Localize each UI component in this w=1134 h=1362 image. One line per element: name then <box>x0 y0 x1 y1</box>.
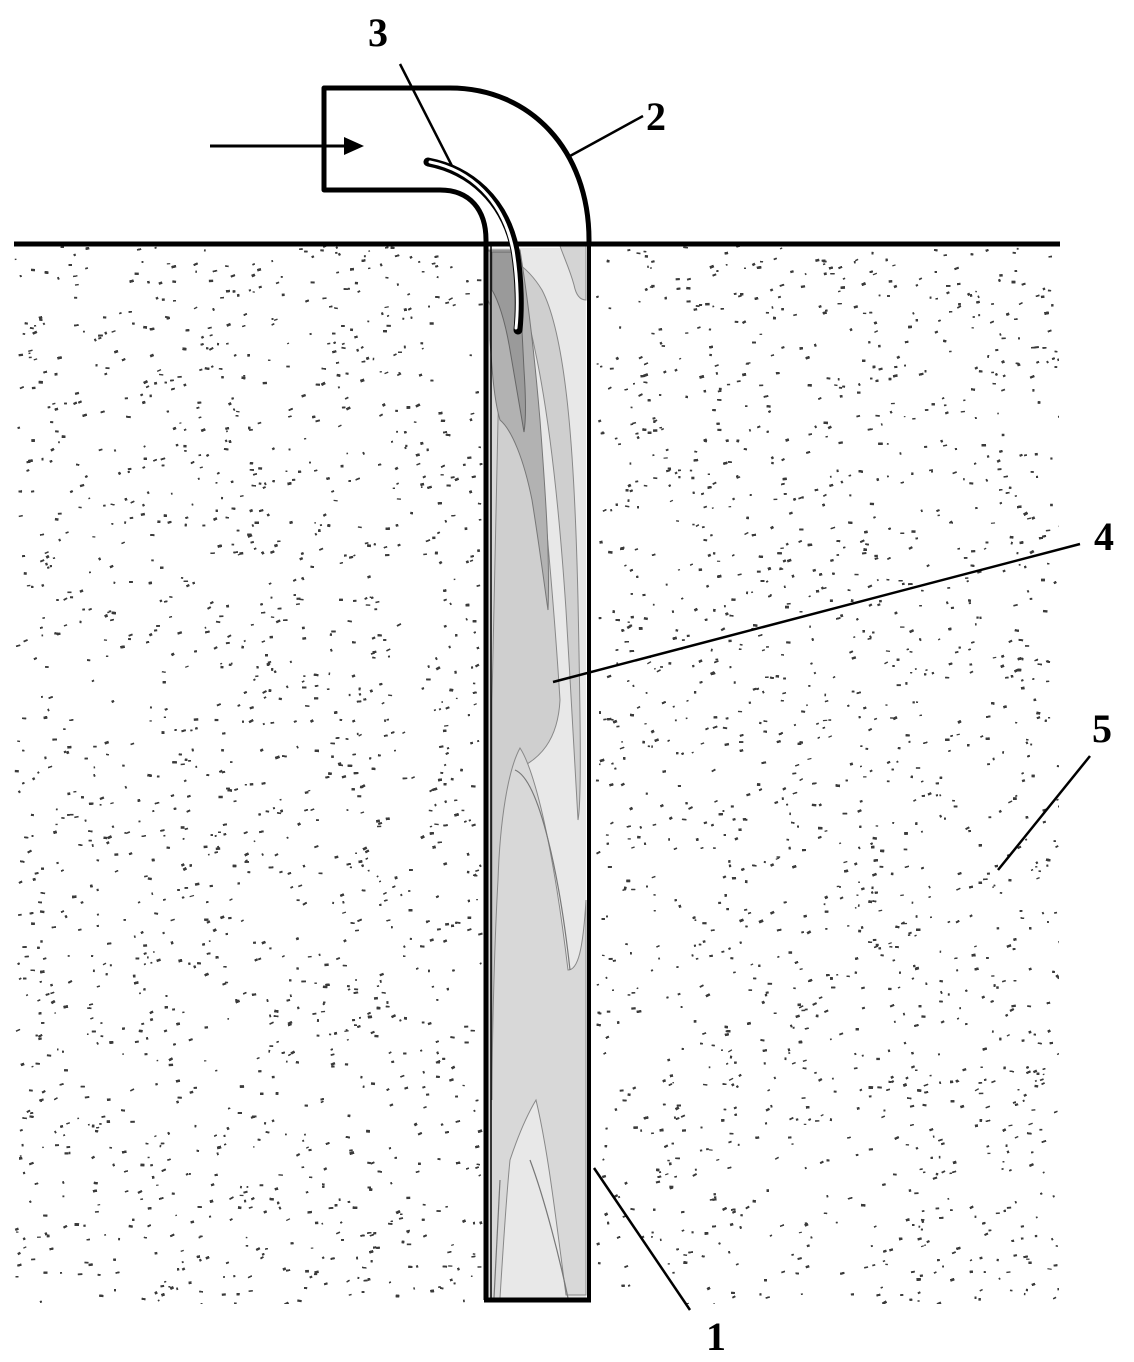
soil-region <box>14 244 1059 1304</box>
grout-zone-mid-lower <box>487 299 587 1299</box>
label-guide-pipe: 3 <box>368 10 388 55</box>
grout-zone-top-right <box>559 245 587 301</box>
leader-line-4 <box>552 542 1081 684</box>
leader-line-2 <box>569 114 644 158</box>
label-pile: 1 <box>706 1314 726 1359</box>
grout-contour-line-a <box>514 769 571 971</box>
arrow-right-icon <box>210 137 364 155</box>
inlet-pipe <box>321 85 592 247</box>
grout-zone-dark <box>489 249 550 611</box>
grout-contour-line-b <box>529 1159 569 1299</box>
grout-contours <box>487 245 587 1299</box>
label-inlet-pipe: 2 <box>646 94 666 139</box>
label-grout-flow: 4 <box>1094 514 1114 559</box>
pile-shaft <box>483 244 591 1303</box>
leader-line-3 <box>398 63 454 167</box>
leader-line-1 <box>592 1167 692 1311</box>
leader-line-5 <box>997 755 1091 871</box>
label-soil: 5 <box>1092 706 1112 751</box>
grout-contour-line-c <box>493 1179 501 1299</box>
